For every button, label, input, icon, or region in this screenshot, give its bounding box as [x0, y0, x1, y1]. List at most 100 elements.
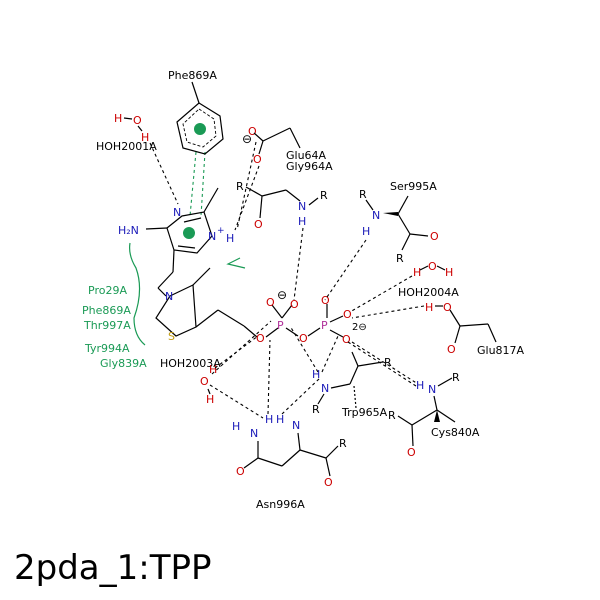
atom-n-cys840: N [428, 383, 436, 396]
hoh2001-water: H O H HOH2001A [96, 112, 179, 205]
atom-o-p2a: O [321, 294, 330, 307]
thiazolium-ring: N S [155, 267, 258, 343]
residue-label-cys840: Cys840A [431, 426, 480, 439]
charge-minus-glu64: ⊖ [242, 132, 252, 146]
atom-o-p1b: O [290, 298, 299, 311]
atom-h-asn996b: H [265, 413, 273, 426]
atom-o-bridge1: O [256, 332, 265, 345]
residue-label-hoh2004: HOH2004A [398, 286, 459, 299]
phenyl-ring [176, 102, 224, 155]
atom-n-gly964: N [298, 200, 306, 213]
atom-p1: P [277, 319, 284, 332]
hydrophobic-arc [129, 242, 146, 346]
hydrophobic-group: Pro29A Phe869A Thr997A Tyr994A Gly839A [82, 123, 246, 370]
atom-o-p2b: O [343, 308, 352, 321]
water-h: H [206, 393, 214, 406]
atom-o-glu64b: O [253, 153, 262, 166]
water-h: H [413, 266, 421, 279]
trp965-residue: H N R R Trp965A [289, 325, 419, 419]
atom-n-ser995: N [372, 209, 380, 222]
ring-centroid [183, 227, 195, 239]
atom-o-ser995: O [430, 230, 439, 243]
water-h: H [114, 112, 122, 125]
amino-group: H₂N [118, 224, 139, 237]
atom-h-trp965: H [312, 368, 320, 381]
cys840-residue: N H R R O Cys840A [347, 341, 480, 459]
atom-p2: P [321, 319, 328, 332]
residue-label-glu64: Glu64A [286, 149, 327, 162]
water-h: H [141, 131, 149, 144]
atom-r-cys840b: R [388, 409, 396, 422]
hydrophobic-label-thr997: Thr997A [83, 319, 131, 332]
pyrophosphate: O P O O ⊖ O P O O O 2⊖ [256, 288, 367, 346]
atom-r-ser995b: R [396, 252, 404, 265]
atom-o-p2c: O [342, 333, 351, 346]
ring-centroid [194, 123, 206, 135]
atom-r-asn996: R [339, 437, 347, 450]
glu817-residue: H O O Glu817A [351, 301, 525, 357]
water-o: O [133, 114, 142, 127]
atom-o-cys840: O [407, 446, 416, 459]
atom-h-cys840: H [416, 379, 424, 392]
atom-n-plus: N [208, 230, 216, 243]
atom-r-trp965: R [312, 403, 320, 416]
structure-title: 2pda_1:TPP [14, 548, 212, 588]
phe869-residue: Phe869A [168, 69, 224, 155]
atom-o-bridge2: O [299, 332, 308, 345]
atom-o-gly964: O [254, 218, 263, 231]
atom-h-glu817: H [425, 301, 433, 314]
hoh2003-water: HOH2003A O H H [160, 320, 272, 419]
charge-plus: + [217, 226, 225, 236]
hydrophobic-label-tyr994: Tyr994A [84, 342, 130, 355]
atom-h-asn996c: H [276, 413, 284, 426]
atom-h-npyr: H [226, 232, 234, 245]
residue-label-gly964: Gly964A [286, 160, 333, 173]
atom-h-ser995: H [362, 225, 370, 238]
atom-h-gly964: H [298, 215, 306, 228]
ser995-residue: R N H O R Ser995A [324, 180, 439, 301]
atom-o-glu64a: O [248, 125, 257, 138]
atom-o-glu817a: O [443, 301, 452, 314]
residue-label-hoh2003: HOH2003A [160, 357, 221, 370]
residue-label-trp965: Trp965A [341, 406, 388, 419]
residue-label-asn996: Asn996A [256, 498, 305, 511]
atom-r-gly964b: R [320, 189, 328, 202]
contact-mark [226, 257, 246, 269]
atom-n-trp965: N [321, 382, 329, 395]
residue-label-hoh2001: HOH2001A [96, 140, 157, 153]
residue-label-glu817: Glu817A [477, 344, 525, 357]
atom-o-asn996b: O [324, 476, 333, 489]
atom-r-cys840: R [452, 371, 460, 384]
hydrophobic-label-pro29: Pro29A [88, 284, 127, 297]
atom-s: S [168, 330, 175, 343]
charge-minus-p1: ⊖ [277, 288, 287, 302]
atom-r-trp965b: R [384, 356, 392, 369]
water-h: H [209, 363, 217, 376]
water-o: O [428, 260, 437, 273]
water-o: O [200, 375, 209, 388]
residue-label-ser995: Ser995A [390, 180, 437, 193]
atom-r-ser995: R [359, 188, 367, 201]
atom-n-thz: N [165, 290, 173, 303]
atom-h-asn996: H [232, 420, 240, 433]
atom-n-asn996b: N [292, 419, 300, 432]
hoh2004-water: H O H HOH2004A [349, 260, 459, 313]
water-h: H [445, 266, 453, 279]
charge-2minus: 2⊖ [352, 322, 367, 333]
asn996-residue: H N O R O H H N Asn996A [232, 339, 347, 511]
atom-n1: N [173, 206, 181, 219]
hydrophobic-label-gly839: Gly839A [100, 357, 147, 370]
atom-o-asn996a: O [236, 465, 245, 478]
atom-o-p1a: O [266, 296, 275, 309]
pyrimidine-ring: N N + H H₂N [118, 187, 234, 273]
pi-stack-line [200, 151, 206, 217]
hydrophobic-label-phe869: Phe869A [82, 304, 131, 317]
atom-n-asn996a: N [250, 427, 258, 440]
hbond-line [149, 142, 179, 205]
atom-o-glu817b: O [447, 343, 456, 356]
residue-label-phe869: Phe869A [168, 69, 217, 82]
glu64-gly964-residue: ⊖ O O Glu64A Gly964A R O N H R [234, 125, 333, 301]
pi-stack-line [189, 151, 197, 217]
atom-r-gly964: R [236, 180, 244, 193]
